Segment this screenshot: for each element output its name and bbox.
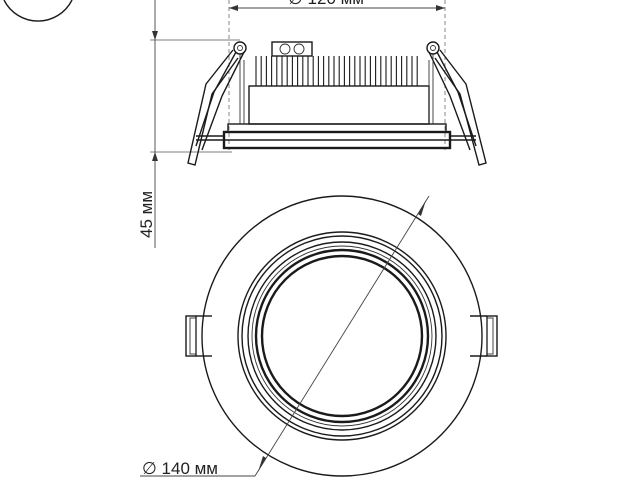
heatsink-fins (255, 56, 418, 86)
spring-clip-left (187, 41, 247, 166)
height-arrow-top (152, 31, 158, 40)
bezel-step-ring-2 (241, 235, 443, 437)
diffuser-lens (260, 254, 424, 418)
height-arrow-bottom (152, 152, 158, 161)
outer-bezel-ring (201, 195, 483, 477)
width-arrow-right (436, 5, 445, 11)
diameter-arrow-bottom (258, 456, 266, 472)
connector-screw-1 (279, 43, 291, 55)
heatsink-base (248, 85, 430, 125)
spring-clip-right (426, 41, 487, 166)
diffuser-outer (254, 248, 430, 424)
diameter-arrow-top (418, 200, 426, 216)
width-arrow-left (229, 5, 238, 11)
bezel-step-ring (237, 231, 447, 441)
connector-screw-2 (293, 43, 305, 55)
reflector-ring-outer (247, 241, 437, 431)
side-view: ∅ 120 мм 45 мм (137, 0, 487, 248)
corner-circle-fragment (3, 0, 73, 22)
diameter-dimension-label: ∅ 140 мм (142, 459, 218, 478)
reflector-ring-inner (251, 245, 433, 427)
mount-tab-right (470, 315, 498, 357)
connector-block (271, 41, 313, 57)
diameter-dimension-line (254, 195, 430, 477)
mount-tab-left (185, 315, 212, 357)
height-dimension-label: 45 мм (137, 191, 156, 238)
front-view: ∅ 140 мм (140, 195, 498, 478)
width-dimension-label: ∅ 120 мм (288, 0, 364, 8)
